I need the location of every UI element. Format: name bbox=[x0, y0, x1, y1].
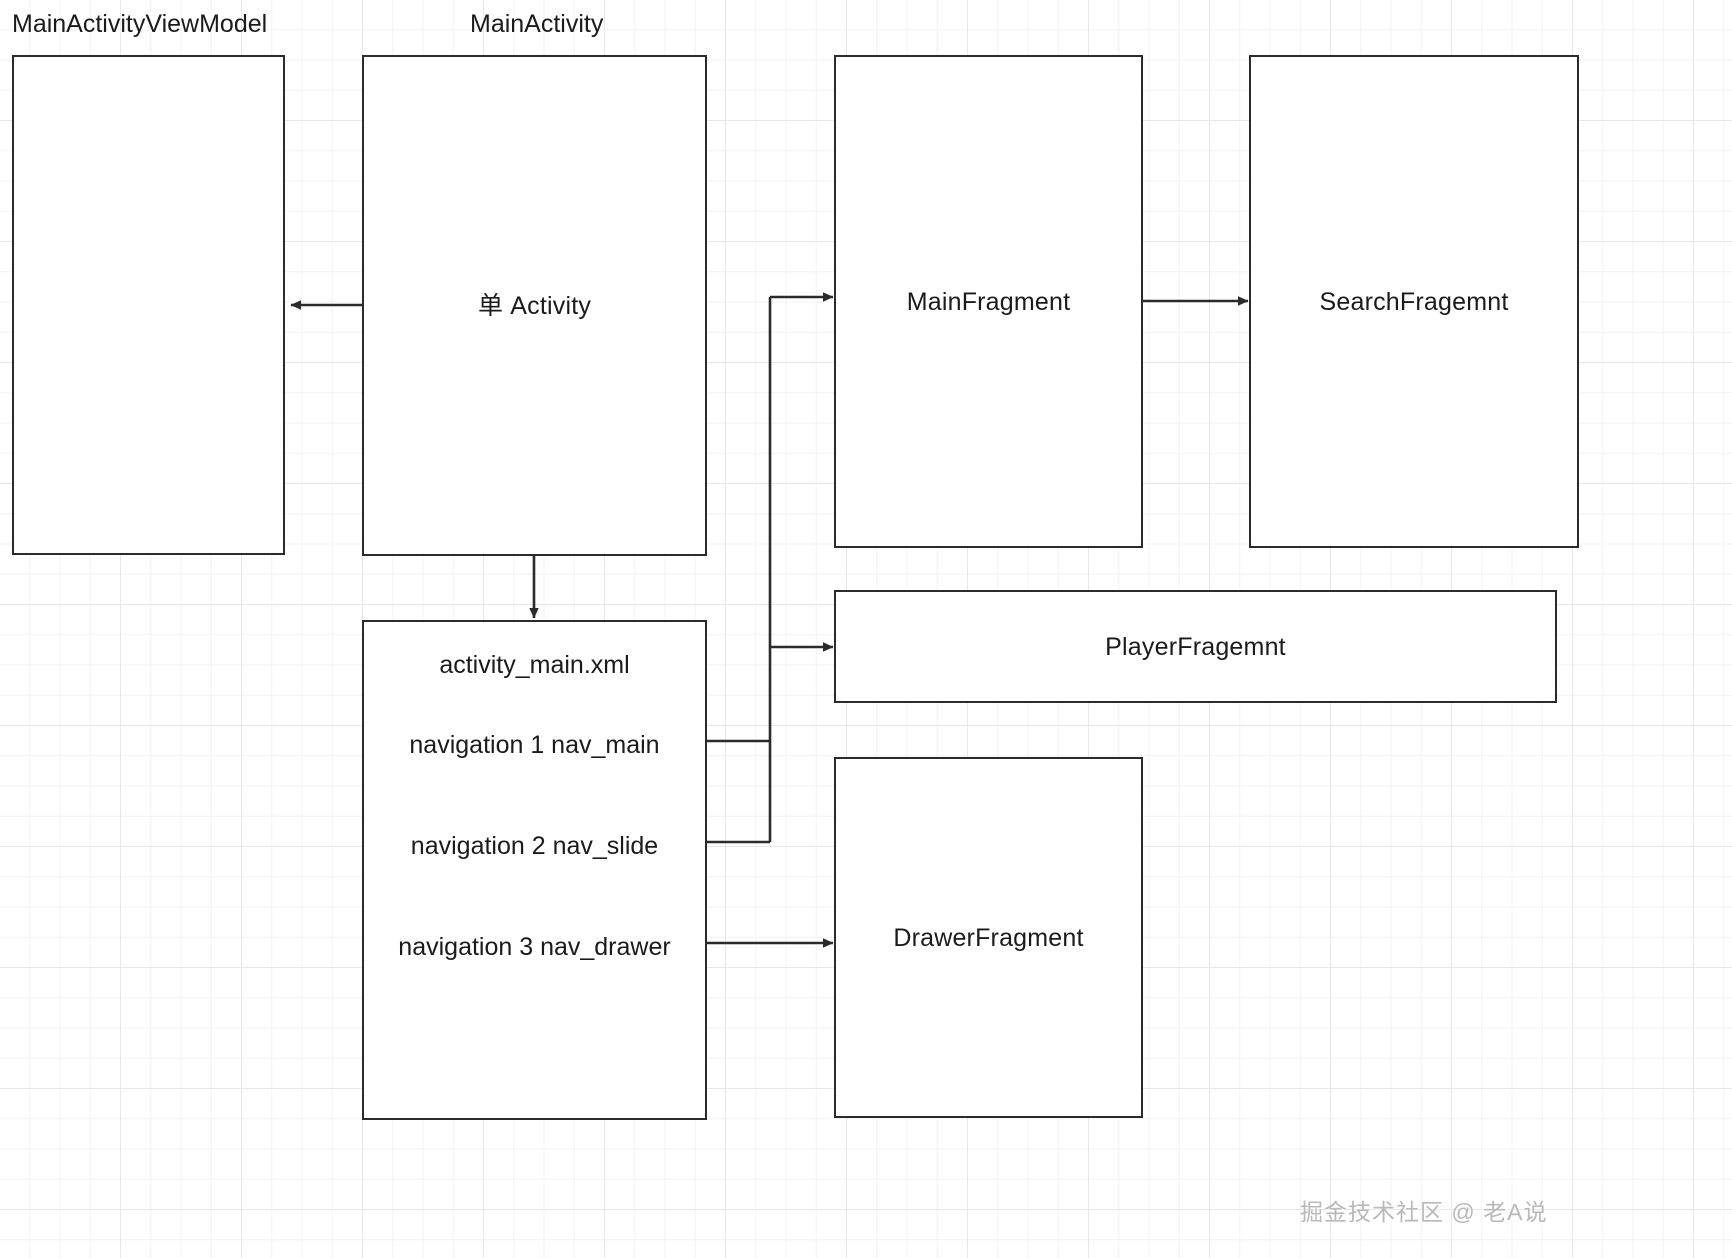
node-label-drawer-fragment: DrawerFragment bbox=[893, 923, 1084, 952]
xml-row-navigation-2-nav-slide[interactable]: navigation 2 nav_slide bbox=[410, 832, 659, 860]
node-drawer-fragment[interactable]: DrawerFragment bbox=[834, 757, 1143, 1118]
node-label-player-fragment: PlayerFragemnt bbox=[1105, 632, 1286, 661]
node-label-main-fragment: MainFragment bbox=[906, 287, 1071, 316]
node-main-activity[interactable]: 单 Activity bbox=[362, 55, 707, 556]
node-main-activity-view-model[interactable] bbox=[12, 55, 285, 555]
xml-row-navigation-3-nav-drawer[interactable]: navigation 3 nav_drawer bbox=[398, 933, 671, 961]
node-label-main-activity: 单 Activity bbox=[477, 291, 592, 320]
node-activity-main-xml[interactable]: activity_main.xml navigation 1 nav_main … bbox=[362, 620, 707, 1120]
caption-main-activity-view-model: MainActivityViewModel bbox=[12, 10, 268, 38]
node-label-search-fragment: SearchFragemnt bbox=[1319, 287, 1509, 316]
node-player-fragment[interactable]: PlayerFragemnt bbox=[834, 590, 1557, 703]
caption-main-activity: MainActivity bbox=[470, 10, 604, 38]
xml-row-navigation-1-nav-main[interactable]: navigation 1 nav_main bbox=[409, 731, 660, 759]
watermark-text: 掘金技术社区 @ 老A说 bbox=[1300, 1199, 1548, 1225]
node-main-fragment[interactable]: MainFragment bbox=[834, 55, 1143, 548]
node-search-fragment[interactable]: SearchFragemnt bbox=[1249, 55, 1579, 548]
xml-row-title: activity_main.xml bbox=[439, 651, 630, 679]
